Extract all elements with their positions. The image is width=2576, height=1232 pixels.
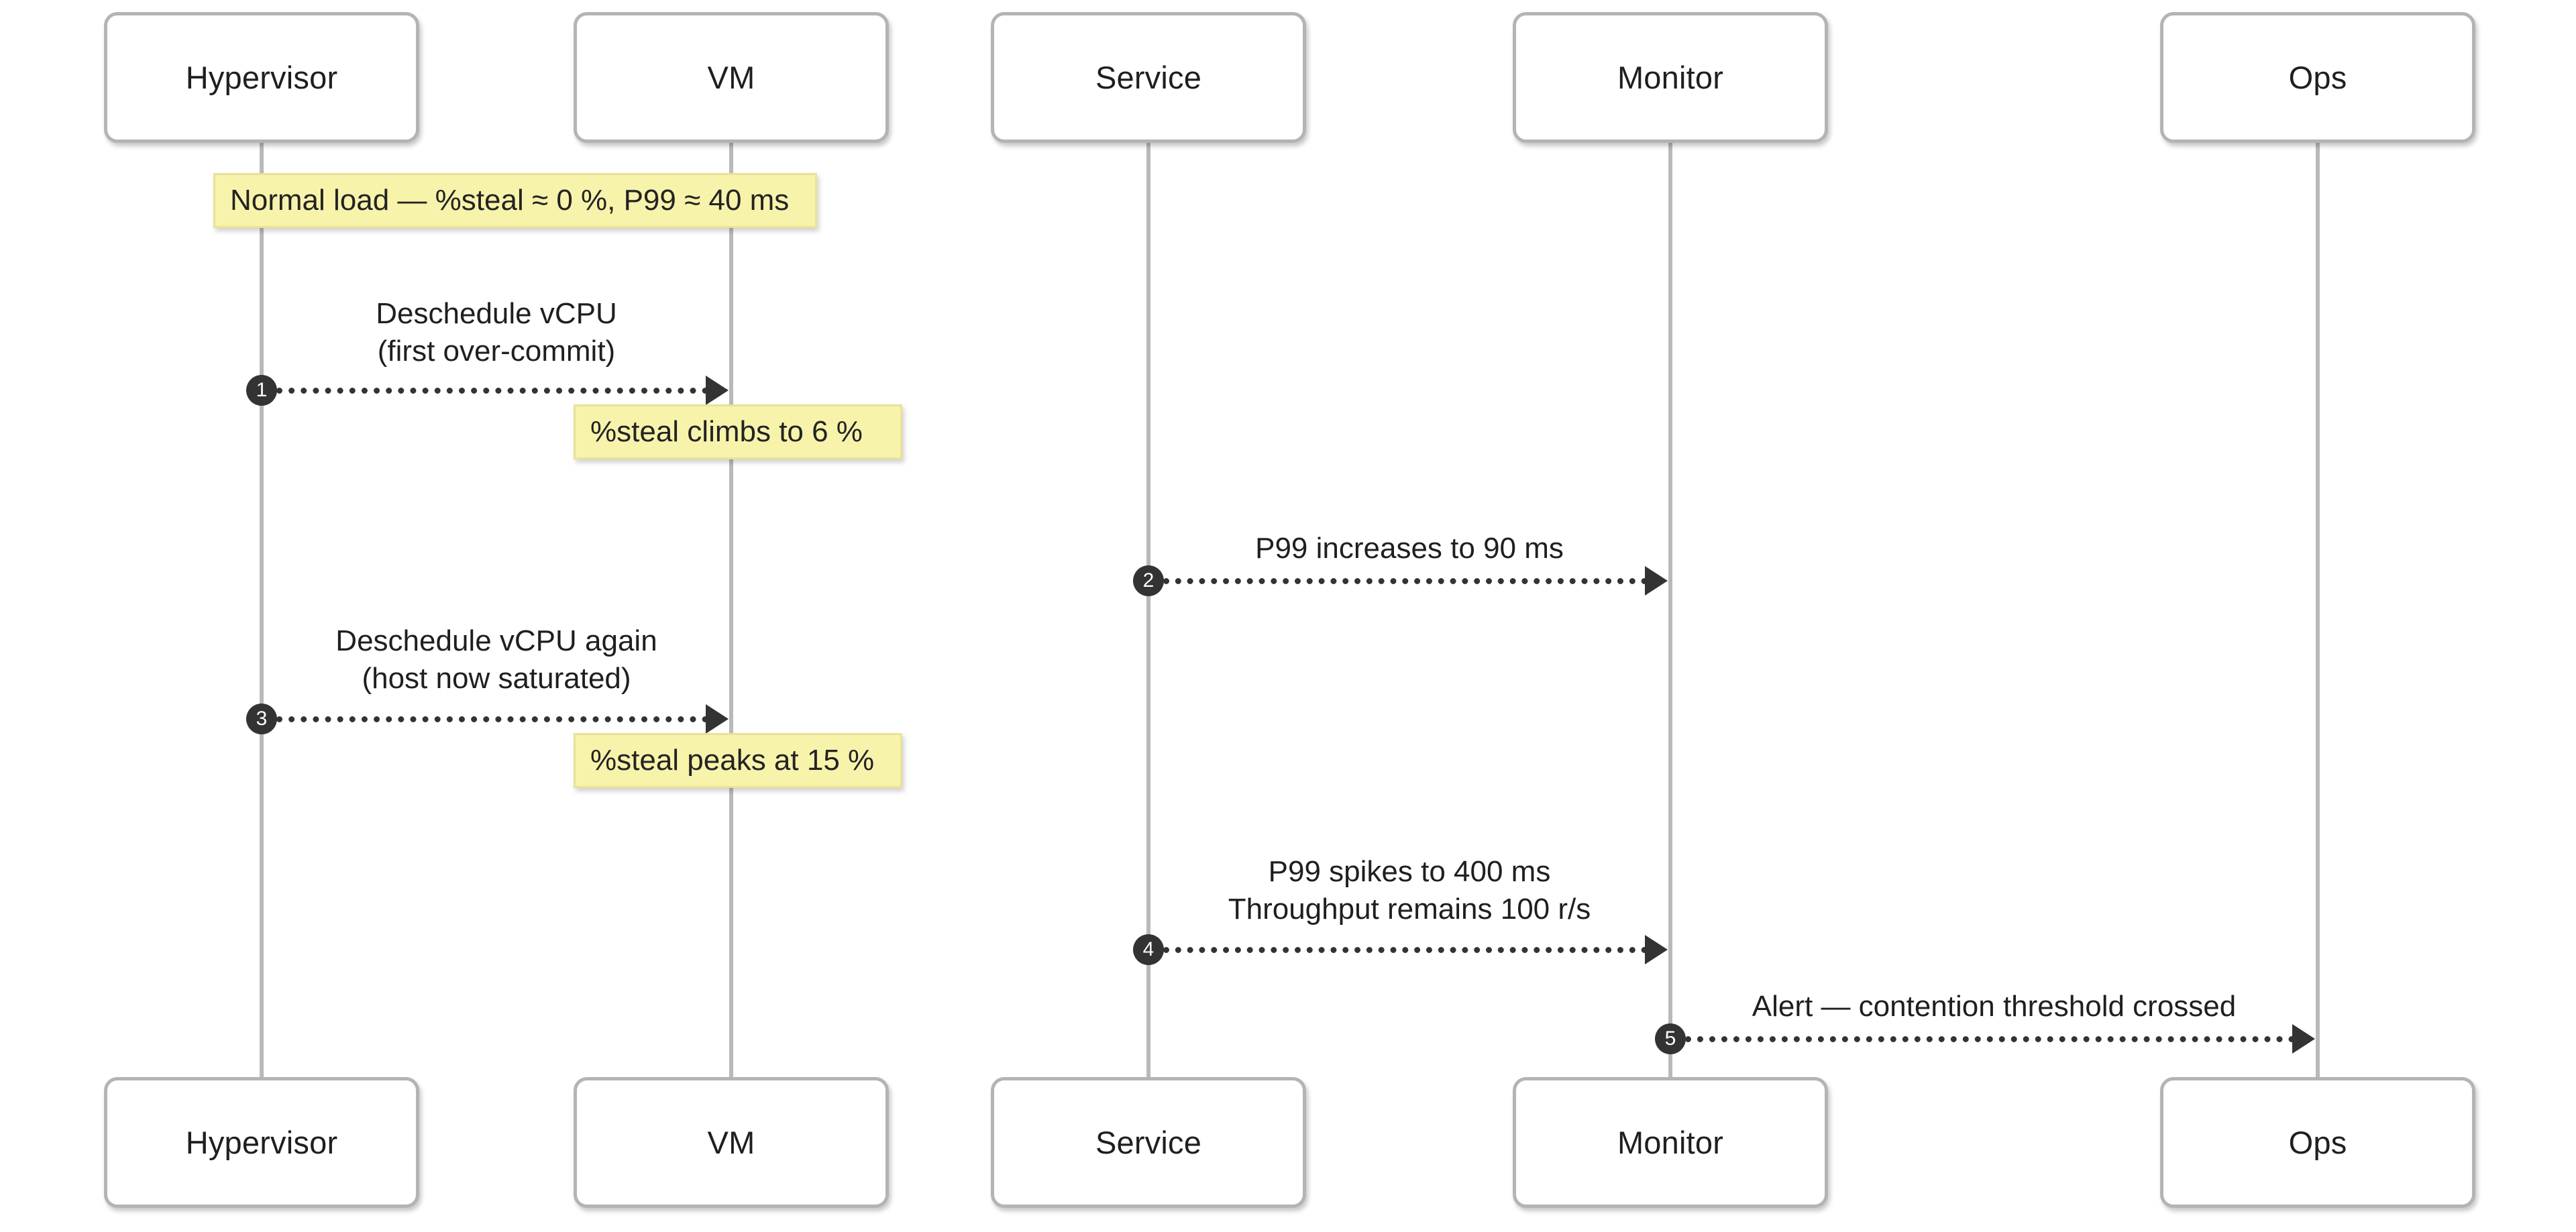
- message-arrowhead-3: [706, 704, 729, 734]
- message-label-1: Deschedule vCPU (first over-commit): [376, 297, 617, 368]
- participant-box-ops-top[interactable]: Ops: [2160, 12, 2475, 143]
- participant-box-monitor-top[interactable]: Monitor: [1513, 12, 1828, 143]
- note-steal-15-text: %steal peaks at 15 %: [590, 744, 875, 777]
- message-sequence-badge-3[interactable]: 3: [246, 704, 277, 734]
- participant-label-service: Service: [1095, 60, 1202, 95]
- message-label-5: Alert — contention threshold crossed: [1752, 990, 2237, 1023]
- participant-box-service-top[interactable]: Service: [991, 12, 1306, 143]
- message-arrowhead-5: [2292, 1024, 2315, 1054]
- note-steal-6-text: %steal climbs to 6 %: [590, 415, 863, 448]
- participant-label-vm: VM: [707, 1125, 755, 1160]
- participant-box-ops-bottom[interactable]: Ops: [2160, 1077, 2475, 1208]
- participant-label-hypervisor: Hypervisor: [185, 1125, 338, 1160]
- message-label-2: P99 increases to 90 ms: [1255, 532, 1564, 565]
- participant-box-hypervisor-bottom[interactable]: Hypervisor: [104, 1077, 419, 1208]
- note-steal-15: %steal peaks at 15 %: [574, 733, 902, 788]
- participant-label-hypervisor: Hypervisor: [185, 60, 338, 95]
- lifeline-vm: [729, 143, 733, 1077]
- participant-label-monitor: Monitor: [1617, 60, 1724, 95]
- message-arrowhead-1: [706, 376, 729, 405]
- participant-box-hypervisor-top[interactable]: Hypervisor: [104, 12, 419, 143]
- message-line-3: [276, 716, 708, 722]
- message-arrowhead-4: [1645, 935, 1668, 964]
- participant-label-monitor: Monitor: [1617, 1125, 1724, 1160]
- participant-label-vm: VM: [707, 60, 755, 95]
- note-normal-load: Normal load — %steal ≈ 0 %, P99 ≈ 40 ms: [213, 173, 817, 228]
- message-line-5: [1685, 1036, 2295, 1042]
- message-line-4: [1163, 947, 1648, 953]
- participant-label-ops: Ops: [2288, 1125, 2347, 1160]
- message-sequence-badge-1[interactable]: 1: [246, 375, 277, 406]
- message-sequence-badge-2[interactable]: 2: [1133, 565, 1164, 596]
- message-arrowhead-2: [1645, 566, 1668, 596]
- message-sequence-badge-5[interactable]: 5: [1655, 1023, 1686, 1054]
- lifeline-ops: [2316, 143, 2320, 1077]
- participant-box-monitor-bottom[interactable]: Monitor: [1513, 1077, 1828, 1208]
- message-label-3: Deschedule vCPU again (host now saturate…: [335, 624, 657, 695]
- participant-label-service: Service: [1095, 1125, 1202, 1160]
- message-label-4: P99 spikes to 400 ms Throughput remains …: [1228, 855, 1591, 926]
- participant-box-service-bottom[interactable]: Service: [991, 1077, 1306, 1208]
- note-normal-load-text: Normal load — %steal ≈ 0 %, P99 ≈ 40 ms: [230, 184, 790, 217]
- participant-box-vm-bottom[interactable]: VM: [574, 1077, 889, 1208]
- lifeline-monitor: [1668, 143, 1672, 1077]
- message-sequence-badge-4[interactable]: 4: [1133, 934, 1164, 965]
- participant-box-vm-top[interactable]: VM: [574, 12, 889, 143]
- message-line-1: [276, 388, 708, 394]
- lifeline-hypervisor: [260, 143, 264, 1077]
- participant-label-ops: Ops: [2288, 60, 2347, 95]
- lifeline-service: [1146, 143, 1150, 1077]
- message-line-2: [1163, 578, 1648, 584]
- note-steal-6: %steal climbs to 6 %: [574, 404, 902, 459]
